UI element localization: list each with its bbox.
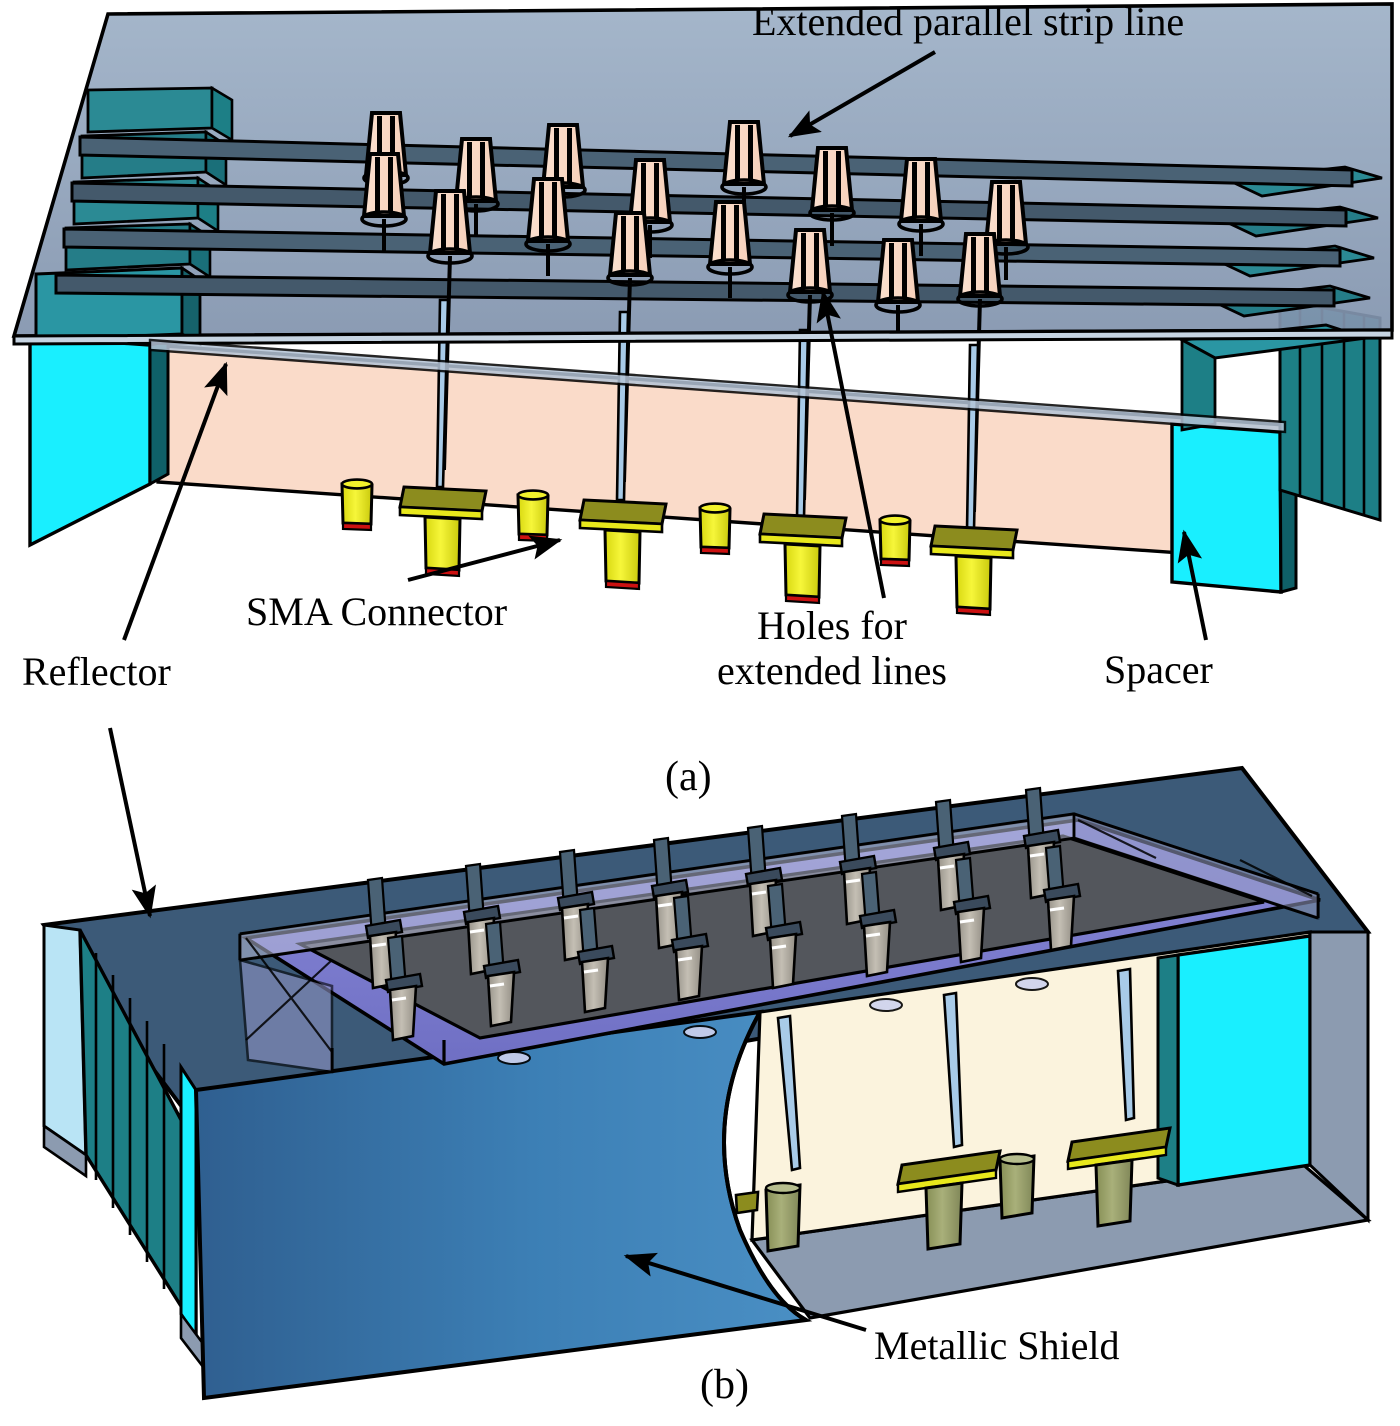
caption-text: (b) [700, 1362, 749, 1408]
part-a-group [11, 2, 1394, 641]
label-extended-parallel-strip-line: Extended parallel strip line [752, 0, 1184, 45]
sma-connector-interior [1066, 1126, 1172, 1228]
sma-post [516, 489, 550, 543]
label-holes-for-extended-lines: Holes for extended lines [672, 603, 992, 694]
label-sma-connector: SMA Connector [246, 589, 508, 635]
upper-cavity-window [238, 786, 1321, 1074]
caption-a: (a) [665, 754, 712, 801]
interior-post [734, 1190, 760, 1215]
dipole-elements [360, 111, 1030, 513]
sma-connector-flanged [758, 512, 848, 605]
leader-holes-for-extended-lines [816, 289, 886, 599]
leader-sma-connector [407, 535, 563, 582]
sma-post [698, 502, 732, 556]
cavity-element [670, 894, 710, 1002]
label-text: Metallic Shield [874, 1323, 1120, 1368]
leader-spacer [1177, 529, 1208, 641]
dipole-element [808, 146, 856, 246]
part-b-group [40, 727, 1372, 1401]
caption-text: (a) [665, 754, 712, 800]
dipole-element [897, 157, 945, 256]
dipole-element [524, 177, 572, 276]
label-text: SMA Connector [246, 589, 508, 634]
dipole-element [706, 200, 754, 298]
cavity-element [462, 862, 502, 976]
dipole-element [626, 158, 674, 258]
cavity-element [764, 882, 804, 990]
caption-b: (b) [700, 1362, 749, 1409]
cavity-element [1042, 844, 1082, 952]
leader-reflector-b [108, 727, 156, 919]
dipole-element [720, 120, 768, 220]
cavity-element [482, 920, 522, 1028]
annotation-leaders-b [108, 727, 867, 1332]
sma-connector-interior [896, 1149, 1002, 1251]
cavity-element [932, 798, 972, 912]
sma-connector-flanged [398, 485, 488, 578]
interior-post [998, 1152, 1036, 1220]
interior-post [764, 1181, 802, 1253]
cavity-element [556, 848, 596, 962]
leader-extended-parallel-strip-line [787, 50, 937, 138]
label-text-line2: extended lines [717, 647, 947, 693]
cavity-element [576, 906, 616, 1014]
leader-metallic-shield [623, 1252, 867, 1332]
label-text: Extended parallel strip line [752, 0, 1185, 44]
dipole-element [874, 238, 922, 336]
cavity-element [858, 870, 898, 978]
sma-connector-flanged [929, 524, 1019, 617]
sma-post [340, 478, 374, 532]
label-text: Reflector [22, 649, 171, 694]
spacer-left [28, 335, 170, 548]
sma-connector-flanged [578, 498, 668, 591]
cavity-element [952, 856, 992, 964]
label-metallic-shield: Metallic Shield [874, 1323, 1120, 1369]
box-left-end [42, 923, 206, 1372]
annotation-leaders-a [122, 50, 1208, 641]
label-spacer: Spacer [1104, 647, 1213, 693]
dipole-element [452, 137, 500, 236]
dipole-element [982, 180, 1030, 280]
label-text-line1: Holes for [757, 603, 907, 648]
radome-front-glass [12, 328, 1394, 434]
dipole-element [360, 152, 408, 252]
cavity-element-array [364, 786, 1082, 1065]
leader-reflector-a [122, 361, 228, 641]
label-reflector: Reflector [22, 649, 171, 695]
sma-post [878, 514, 912, 568]
label-text: Spacer [1104, 647, 1213, 692]
cavity-element [384, 934, 424, 1042]
